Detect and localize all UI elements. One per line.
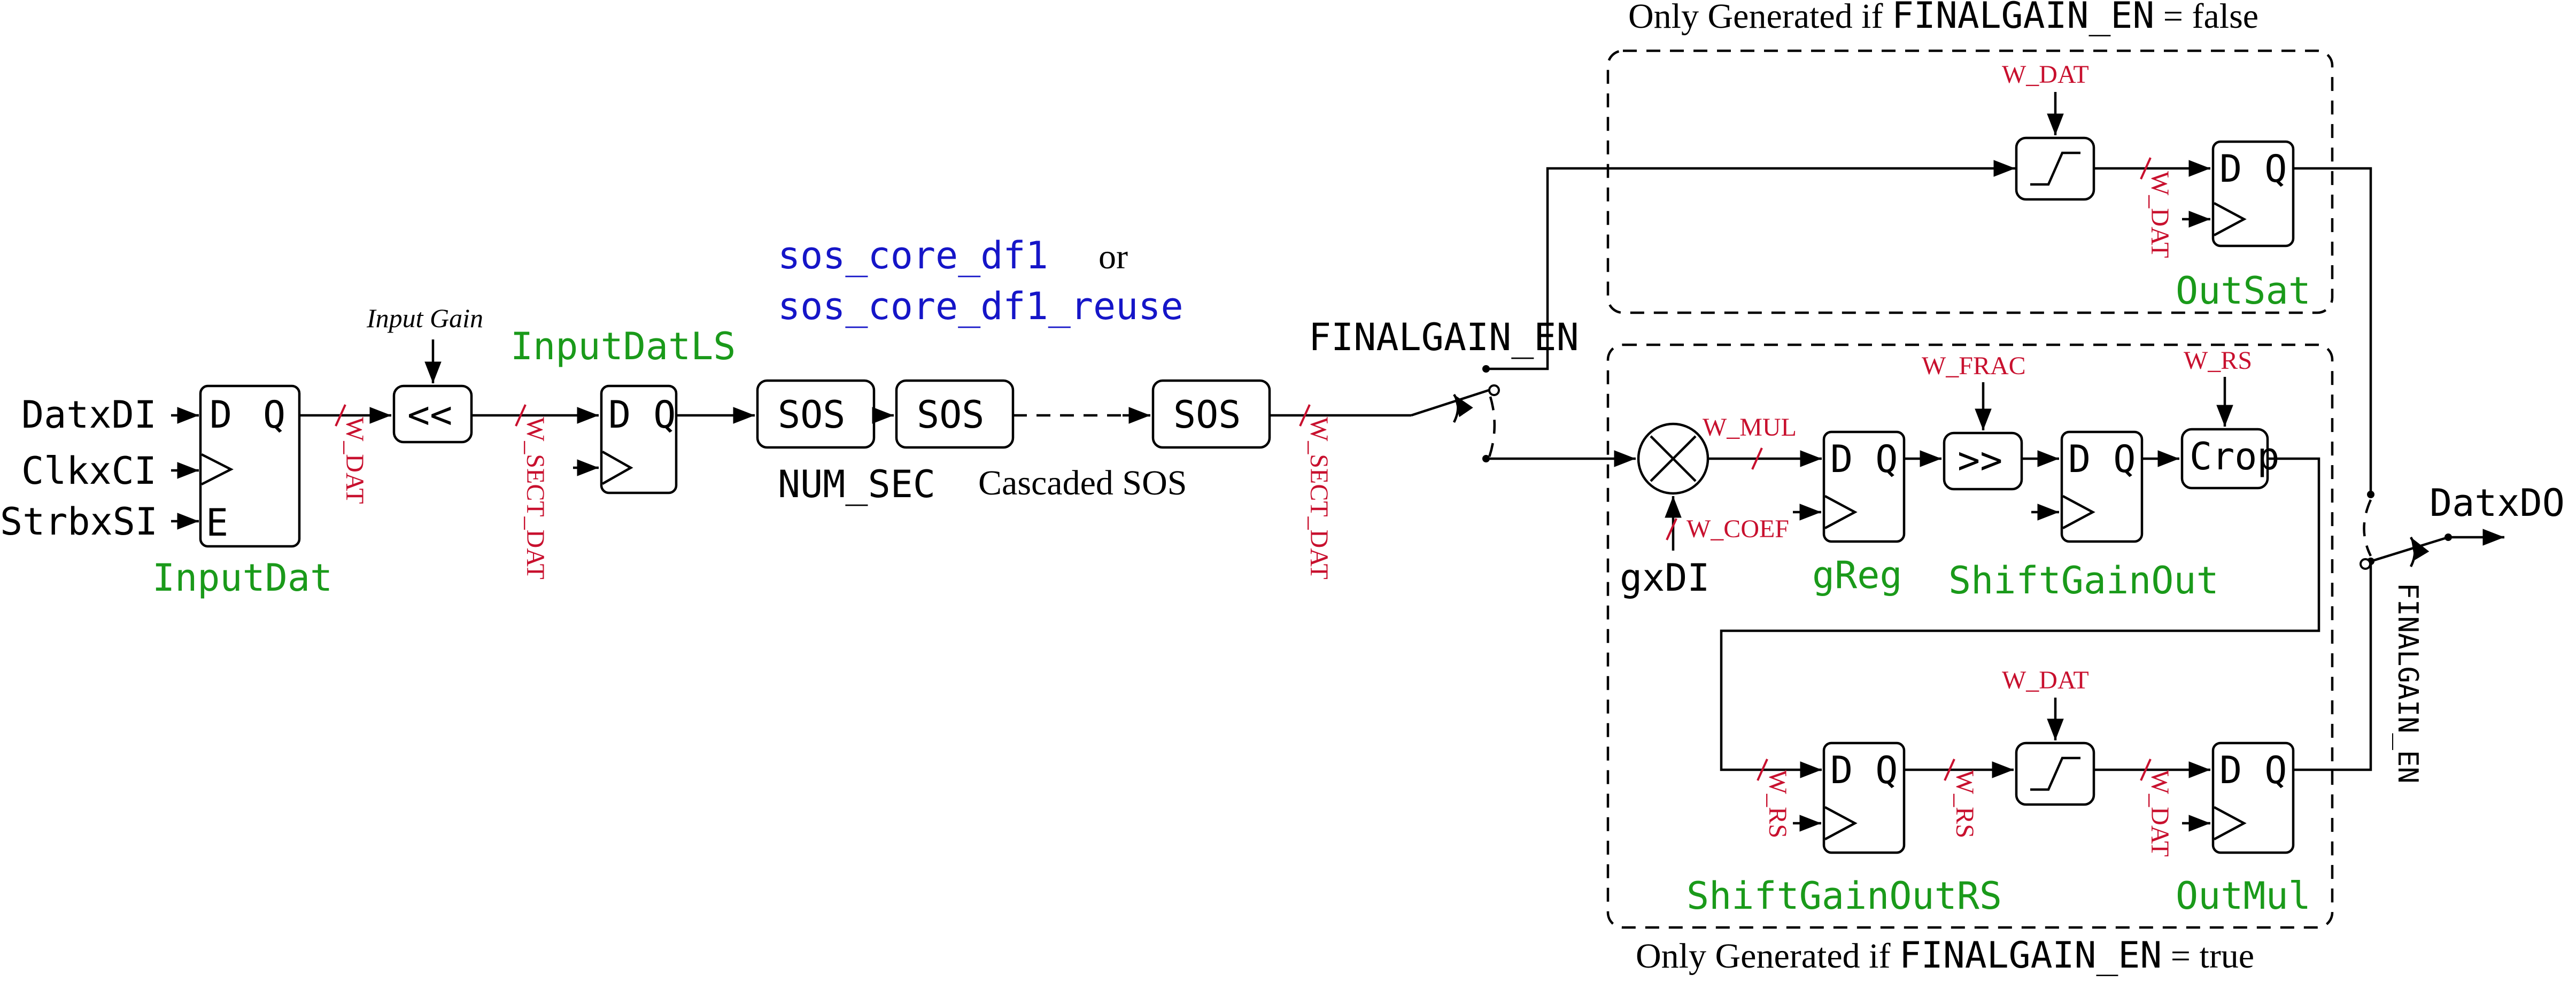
width-label: W_DAT <box>2146 770 2174 857</box>
width-label: W_DAT <box>2002 60 2089 89</box>
switch-label-output: FINALGAIN_EN <box>2392 583 2424 784</box>
width-label: W_SECT_DAT <box>521 417 550 579</box>
ff-dq-label: D Q <box>2219 147 2287 191</box>
reg-outsat: OutSat <box>2176 269 2311 313</box>
input-datxdi: DatxDI <box>21 393 157 437</box>
ff-shiftgainoutrs <box>1822 741 1906 854</box>
sos-block-n <box>1151 379 1271 449</box>
width-label: W_COEF <box>1687 515 1789 543</box>
width-label: W_DAT <box>2146 171 2174 258</box>
switch-label-input: FINALGAIN_EN <box>1309 315 1579 359</box>
ff-outmul <box>2211 741 2295 854</box>
width-label: W_DAT <box>2002 666 2089 694</box>
shift-left-label: << <box>407 393 452 437</box>
input-gain-label: Input Gain <box>366 303 483 333</box>
reg-greg: gReg <box>1812 553 1902 597</box>
sos-core-df1-reuse-label: sos_core_df1_reuse <box>778 284 1183 328</box>
reg-inputdatls: InputDatLS <box>510 324 736 368</box>
ff-q-label: Q <box>263 393 285 437</box>
sos-label: SOS <box>917 393 984 437</box>
shift-left-block <box>392 384 473 444</box>
width-label: W_RS <box>2184 346 2252 375</box>
sos-core-df1-label: sos_core_df1 <box>778 234 1048 277</box>
width-label: W_SECT_DAT <box>1305 417 1333 579</box>
input-strbxsi: StrbxSI <box>0 500 158 544</box>
sos-block-2 <box>895 379 1015 449</box>
region-frame-true <box>1606 343 2334 929</box>
ff-e-label: E <box>206 501 228 545</box>
reg-inputdat: InputDat <box>152 556 332 600</box>
reg-shiftgainoutrs: ShiftGainOutRS <box>1687 874 2002 918</box>
ff-dq-label: D Q <box>1830 748 1898 792</box>
or-label: or <box>1099 237 1128 276</box>
sos-label: SOS <box>778 393 845 437</box>
ff-inputdat <box>199 384 301 548</box>
ff-dq-label: D Q <box>2068 437 2136 481</box>
cascaded-sos-label: Cascaded SOS <box>978 463 1187 502</box>
ff-dq-label: D Q <box>608 393 676 437</box>
reg-shiftgainout: ShiftGainOut <box>1948 559 2219 602</box>
input-gxdi: gxDI <box>1620 556 1710 600</box>
ff-d-label: D <box>210 393 232 437</box>
input-clkxci: ClkxCI <box>21 449 157 493</box>
sos-label: SOS <box>1173 393 1241 437</box>
width-label: W_MUL <box>1703 413 1797 442</box>
ff-inputdatls <box>600 384 678 494</box>
width-label: W_RS <box>1951 770 1979 838</box>
width-label: W_DAT <box>341 417 369 504</box>
width-label: W_FRAC <box>1922 352 2026 380</box>
ff-greg <box>1822 430 1906 543</box>
region-frame-false <box>1606 49 2334 314</box>
crop-label: Crop <box>2190 435 2280 478</box>
ff-dq-label: D Q <box>2219 748 2287 792</box>
reg-outmul: OutMul <box>2176 874 2311 918</box>
width-label: W_RS <box>1763 770 1792 838</box>
output-datxdo: DatxDO <box>2430 481 2565 525</box>
ff-dq-label: D Q <box>1830 437 1898 481</box>
shift-right-block <box>1943 431 2023 491</box>
shift-right-label: >> <box>1958 438 2002 482</box>
num-sec-label: NUM_SEC <box>778 462 935 506</box>
ff-outsat <box>2211 140 2295 248</box>
ff-shiftgainout <box>2060 430 2144 543</box>
region-true-caption: Only Generated if FINALGAIN_EN = true <box>1636 934 2254 977</box>
region-false-caption: Only Generated if FINALGAIN_EN = false <box>1628 0 2258 37</box>
